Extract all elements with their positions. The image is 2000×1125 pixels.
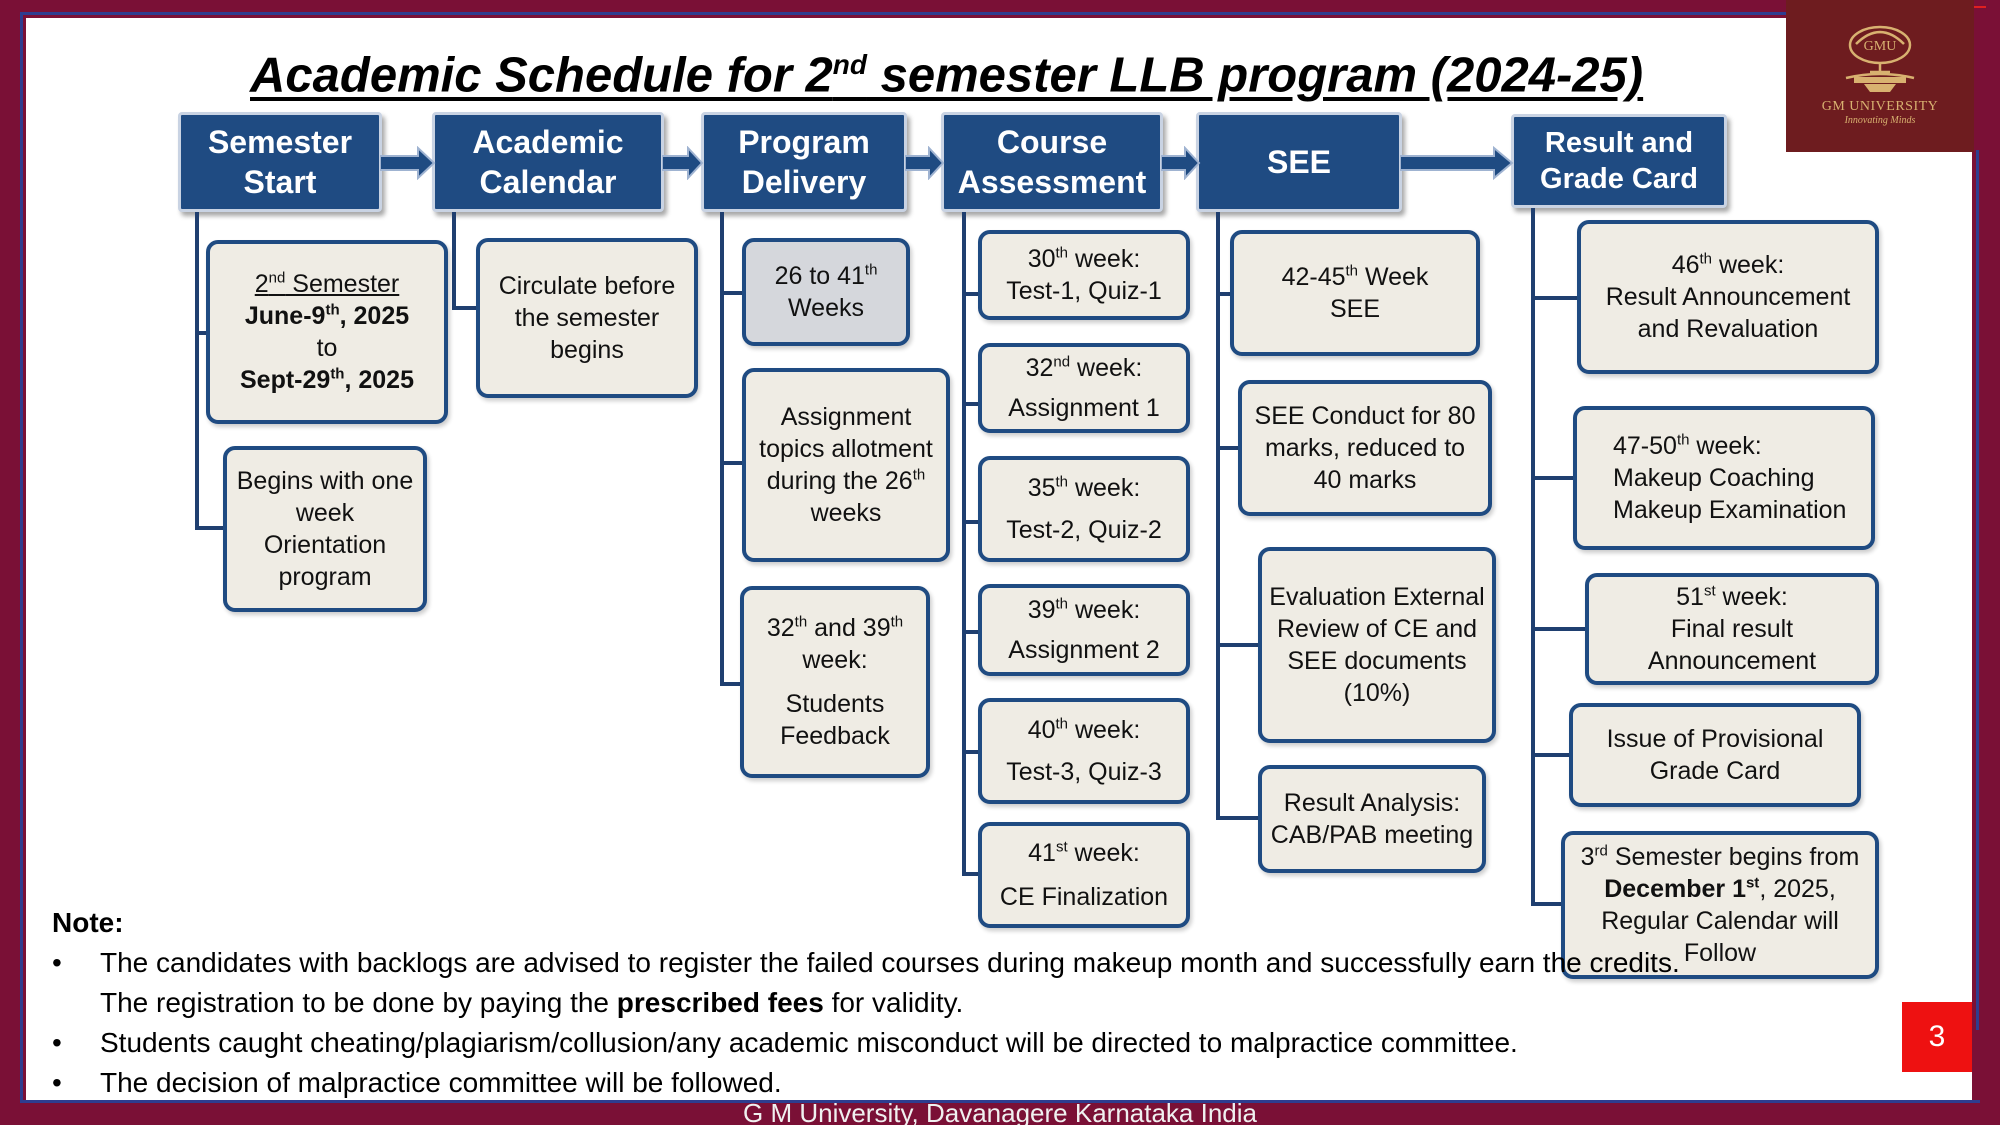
connector-line	[962, 402, 980, 406]
connector-line	[452, 306, 478, 310]
connector-line	[962, 750, 980, 754]
evaluation-review-box: Evaluation External Review of CE and SEE…	[1258, 547, 1496, 743]
connector-line	[1531, 627, 1587, 631]
bullet-icon: •	[52, 1067, 62, 1098]
connector-line	[962, 630, 980, 634]
connector-line	[962, 872, 980, 876]
connector-line	[1531, 208, 1535, 906]
connector-line	[195, 331, 207, 335]
assessment-box: 35th week: Test-2, Quiz-2	[978, 456, 1190, 562]
header-semester-start: Semester Start	[178, 112, 382, 212]
circulate-box: Circulate before the semester begins	[476, 238, 698, 398]
assessment-box: 32nd week: Assignment 1	[978, 343, 1190, 433]
logo-name: GM UNIVERSITY	[1821, 99, 1939, 114]
connector-line	[195, 526, 225, 530]
title-part1: Academic Schedule for 2	[250, 48, 833, 103]
bullet-icon: •	[52, 1027, 62, 1058]
assessment-box: 39th week: Assignment 2	[978, 584, 1190, 676]
connector-line	[720, 291, 744, 295]
next-semester-box: 3rd Semester begins from December 1st, 2…	[1561, 831, 1879, 979]
header-course-assessment: Course Assessment	[941, 112, 1163, 212]
connector-line	[1216, 292, 1232, 296]
connector-line	[962, 212, 966, 876]
assessment-box: 41st week: CE Finalization	[978, 822, 1190, 928]
connector-line	[720, 461, 744, 465]
arrow-right-icon	[905, 146, 945, 180]
tree-emblem-icon: GMU	[1845, 25, 1915, 92]
end-date: Sept-29th, 2025	[240, 365, 414, 394]
connector-line	[962, 520, 980, 524]
connector-line	[1216, 643, 1260, 647]
frame-bottom-line	[20, 1100, 1980, 1103]
see-weeks-box: 42-45th Week SEE	[1230, 230, 1480, 356]
final-result-box: 51st week: Final result Announcement	[1585, 573, 1879, 685]
arrow-right-icon	[1400, 146, 1514, 180]
arrow-right-icon	[380, 146, 436, 180]
university-logo: GMU GM UNIVERSITY Innovating Minds	[1786, 0, 1974, 152]
makeup-box: 47-50th week: Makeup Coaching Makeup Exa…	[1573, 406, 1875, 550]
connector-line	[1531, 753, 1571, 757]
frame-right-line	[1976, 150, 1979, 1030]
orientation-box: Begins with one week Orientation program	[223, 446, 427, 612]
page-title: Academic Schedule for 2nd semester LLB p…	[250, 30, 1643, 103]
title-superscript: nd	[832, 49, 867, 80]
frame-left-line	[20, 12, 23, 1102]
svg-text:GMU: GMU	[1864, 39, 1897, 54]
connector-line	[1531, 476, 1575, 480]
connector-line	[720, 212, 724, 686]
connector-line	[1531, 902, 1563, 906]
see-conduct-box: SEE Conduct for 80 marks, reduced to 40 …	[1238, 380, 1492, 516]
logo-tagline: Innovating Minds	[1844, 115, 1916, 126]
title-part2: semester LLB program (2024-25)	[866, 48, 1644, 103]
students-feedback-box: 32th and 39th week: Students Feedback	[740, 586, 930, 778]
provisional-grade-card-box: Issue of Provisional Grade Card	[1569, 703, 1861, 807]
semester-dates-box: 2nd Semester June-9th, 2025 to Sept-29th…	[206, 240, 448, 424]
delivery-weeks-text: 26 to 41th Weeks	[774, 261, 878, 322]
connector-line	[195, 212, 199, 530]
note-heading: Note:	[52, 907, 124, 938]
assignment-topics-text: Assignment topics allotment during the 2…	[759, 403, 933, 527]
notes-section: Note: • The candidates with backlogs are…	[52, 903, 1692, 1103]
feedback-weeks: 32th and 39th week:	[766, 613, 904, 674]
assignment-topics-box: Assignment topics allotment during the 2…	[742, 368, 950, 562]
header-program-delivery: Program Delivery	[701, 112, 907, 212]
footer-text: G M University, Davanagere Karnataka Ind…	[743, 1100, 1257, 1125]
delivery-weeks-box: 26 to 41th Weeks	[742, 238, 910, 346]
note-bullet: • The candidates with backlogs are advis…	[52, 943, 1692, 1023]
connector-line	[1216, 212, 1220, 820]
result-announcement-box: 46th week: Result Announcement and Reval…	[1577, 220, 1879, 374]
bullet-icon: •	[52, 947, 62, 978]
connector-line	[1531, 296, 1579, 300]
assessment-box: 40th week: Test-3, Quiz-3	[978, 698, 1190, 804]
arrow-right-icon	[1161, 146, 1201, 180]
header-academic-calendar: Academic Calendar	[432, 112, 664, 212]
date-separator: to	[316, 334, 338, 362]
connector-line	[1216, 446, 1240, 450]
connector-line	[1216, 816, 1260, 820]
assessment-box: 30th week: Test-1, Quiz-1	[978, 230, 1190, 320]
header-see: SEE	[1196, 112, 1402, 212]
connector-line	[962, 292, 980, 296]
connector-line	[452, 212, 456, 308]
header-result-grade-card: Result and Grade Card	[1511, 114, 1727, 208]
result-analysis-box: Result Analysis: CAB/PAB meeting	[1258, 765, 1486, 873]
note-bullet: • Students caught cheating/plagiarism/co…	[52, 1023, 1692, 1063]
page-number-badge: 3	[1902, 1002, 1972, 1072]
connector-line	[720, 682, 742, 686]
semester-label: 2nd Semester	[254, 269, 400, 298]
feedback-label: Students Feedback	[780, 690, 890, 750]
start-date: June-9th, 2025	[244, 301, 410, 330]
arrow-right-icon	[662, 146, 704, 180]
frame-top-line	[20, 12, 1790, 15]
note-bullet: • The decision of malpractice committee …	[52, 1063, 1692, 1103]
